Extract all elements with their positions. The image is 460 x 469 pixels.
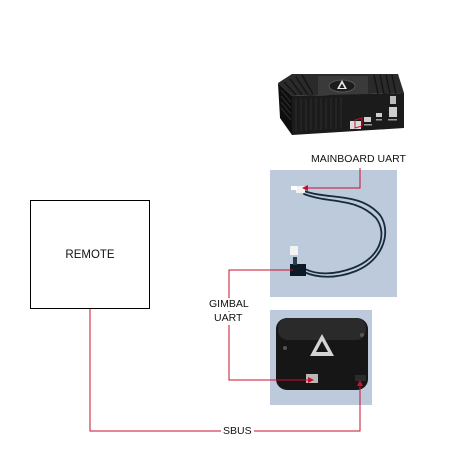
remote-box: REMOTE: [30, 200, 150, 309]
mainboard-uart-wire-top: [354, 117, 363, 129]
arrow-mainboard-uart: [302, 185, 308, 191]
arrow-gimbal-uart: [308, 377, 314, 383]
remote-label: REMOTE: [65, 248, 115, 261]
gimbal-label-line2: UART: [213, 312, 244, 325]
sbus-label: SBUS: [221, 425, 254, 438]
arrow-sbus: [357, 380, 363, 386]
uart-cable-photo: [270, 170, 397, 297]
gimbal-label-line1: GIMBAL: [208, 298, 250, 311]
mainboard-uart-wire: [305, 168, 361, 189]
gimbal-controller-photo: [270, 310, 372, 405]
mainboard-uart-label: MAINBOARD UART: [310, 153, 407, 166]
mainboard-photo: [278, 74, 404, 135]
gimbal-uart-wire: [228, 269, 310, 381]
arrowheads: [302, 185, 363, 386]
